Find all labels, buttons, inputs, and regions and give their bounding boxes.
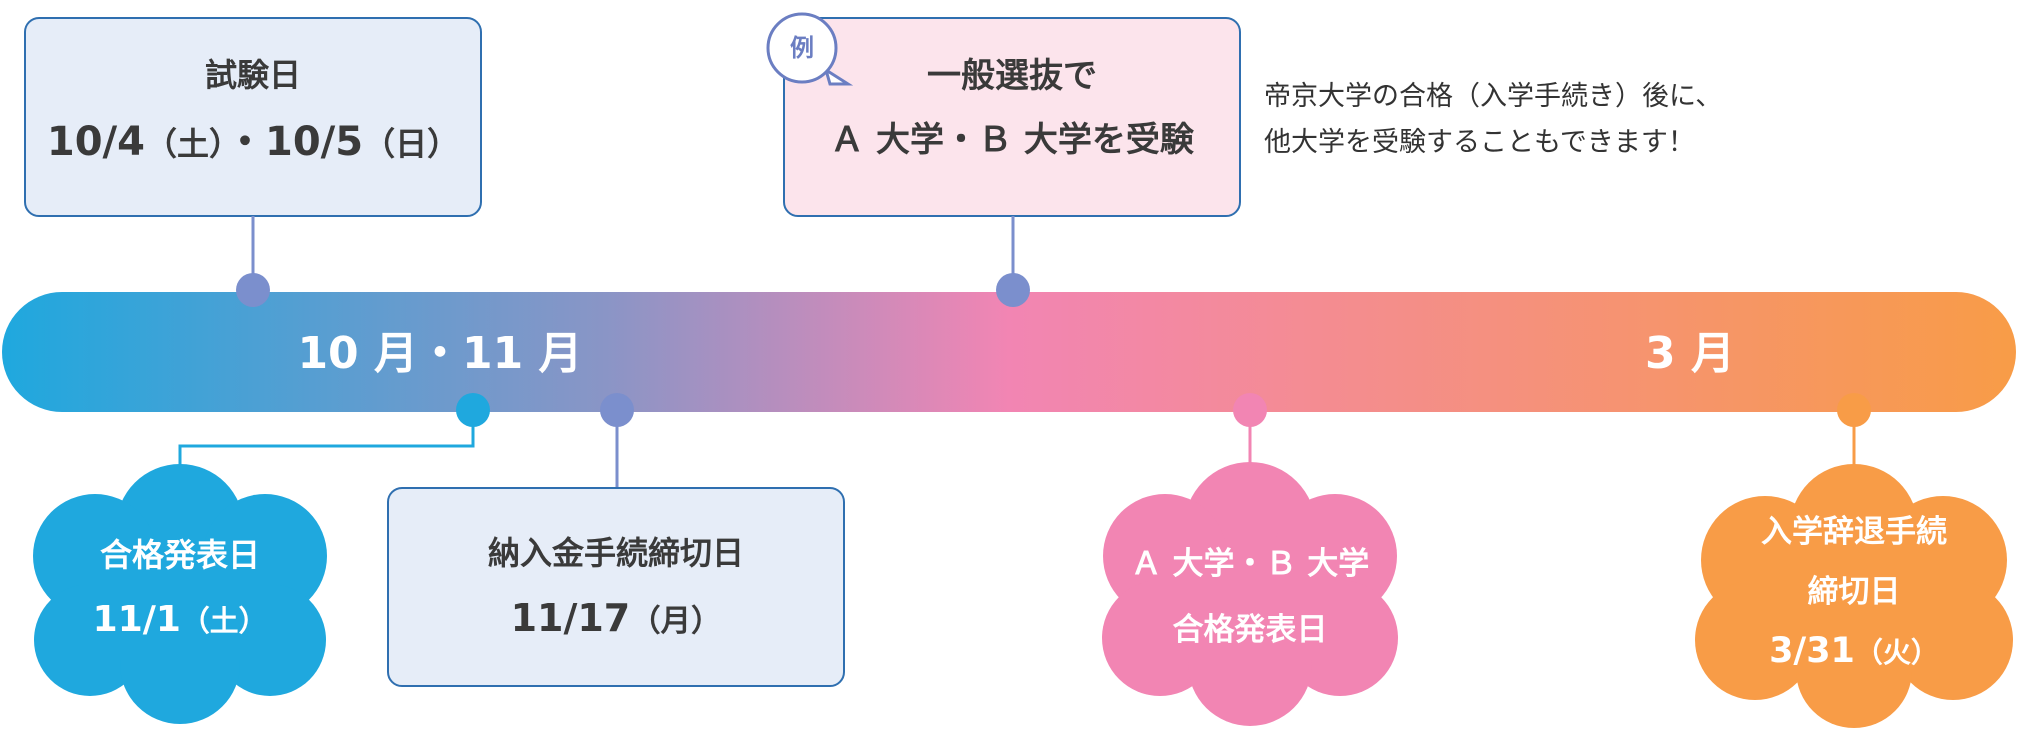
withdraw-date: 3/31（火） [1734, 630, 1974, 672]
exam-day-2: （日） [363, 125, 460, 163]
pass-announce-day: （土） [180, 604, 268, 638]
pass-announce-date: 11/1（土） [70, 598, 290, 641]
exam-dot [236, 273, 270, 307]
payment-box [387, 487, 845, 687]
timeline-label-oct-nov: 10 月・11 月 [297, 328, 583, 379]
exam-date-1: 10/4 [46, 119, 145, 165]
example-box [783, 17, 1241, 217]
pass-announce-connector [178, 410, 475, 480]
exam-dates: 10/4（土）・10/5（日） [25, 118, 481, 166]
withdraw-line-1: 入学辞退手続 [1761, 514, 1947, 550]
payment-date: 11/17（月） [388, 596, 844, 642]
payment-title: 納入金手続締切日 [487, 534, 744, 572]
withdraw-date-value: 3/31 [1769, 631, 1855, 671]
example-badge-tail [823, 66, 854, 86]
ab-pass-line-2: 合格発表日 [1172, 612, 1328, 648]
withdraw-cloud [1695, 464, 2013, 728]
example-badge-circle [766, 12, 838, 84]
pass-announce-title: 合格発表日 [99, 536, 260, 574]
pass-announce-cloud [33, 464, 327, 724]
ab-pass-line-1: Ａ 大学・Ｂ 大学 [1130, 546, 1370, 582]
exam-box [24, 17, 482, 217]
exam-date-2: 10/5 [265, 119, 364, 165]
payment-date-value: 11/17 [510, 596, 631, 640]
exam-title: 試験日 [204, 56, 301, 94]
example-note-line-2: 他大学を受験することもできます！ [1264, 127, 1695, 158]
payment-day: （月） [630, 604, 722, 639]
timeline-bar [2, 292, 2016, 412]
exam-date-separator: ・ [225, 119, 265, 165]
example-line-2: Ａ 大学・Ｂ 大学を受験 [830, 120, 1194, 160]
example-note-line-1: 帝京大学の合格（入学手続き）後に、 [1264, 81, 1723, 112]
example-note: 帝京大学の合格（入学手続き）後に、 他大学を受験することもできます！ [1264, 74, 1722, 166]
pass-announce-date-value: 11/1 [92, 599, 181, 640]
example-dot [996, 273, 1030, 307]
example-line-1: 一般選抜で [927, 56, 1097, 96]
example-badge-label: 例 [790, 34, 814, 62]
withdraw-line-2: 締切日 [1807, 574, 1901, 610]
withdraw-day: （火） [1854, 636, 1939, 669]
timeline-label-march: 3 月 [1645, 328, 1735, 379]
ab-pass-cloud [1102, 462, 1398, 726]
exam-day-1: （土） [144, 125, 225, 163]
